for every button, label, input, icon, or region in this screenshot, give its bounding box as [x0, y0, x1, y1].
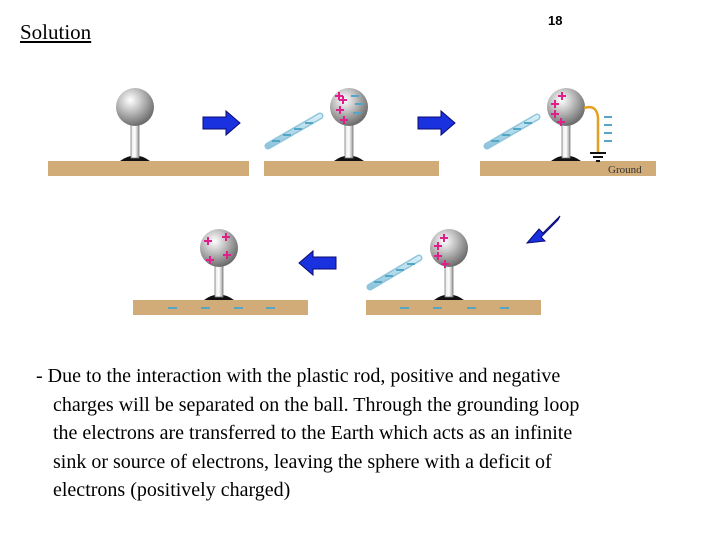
ground-symbol-icon: [590, 152, 606, 162]
metal-sphere: [547, 88, 585, 126]
page-number: 18: [548, 13, 563, 28]
explanation-text: - Due to the interaction with the plasti…: [36, 362, 708, 505]
sphere-negative-charges: [351, 95, 363, 114]
explanation-line: sink or source of electrons, leaving the…: [53, 450, 552, 473]
sphere-positive-charges: [335, 92, 348, 124]
table-surface: [366, 300, 541, 315]
process-arrow-right: [202, 109, 241, 137]
ground-label: Ground: [608, 164, 642, 176]
insulating-stand: [344, 123, 354, 159]
table-surface: [264, 161, 439, 176]
metal-sphere: [200, 229, 238, 267]
explanation-line: charges will be separated on the ball. T…: [53, 393, 580, 416]
grounding-wire: [583, 105, 600, 152]
stage-2-polarized: [264, 88, 439, 176]
table-surface: [133, 300, 308, 315]
explanation-line: the electrons are transferred to the Ear…: [53, 422, 573, 444]
stage-4-ground-removed: [366, 229, 541, 315]
slide-title: Solution: [20, 20, 92, 44]
insulating-stand: [444, 263, 454, 298]
rod-negative-charges: [272, 122, 313, 142]
process-arrow-right: [417, 109, 456, 137]
process-arrow-down-left: [525, 215, 561, 244]
table-surface: [480, 161, 656, 176]
sphere-positive-charges: [551, 92, 566, 126]
charging-by-induction-diagram: Ground: [48, 88, 656, 315]
metal-sphere: [330, 88, 368, 126]
insulating-stand: [214, 263, 224, 298]
table-surface: [48, 161, 249, 176]
stage-3-grounded: Ground: [480, 88, 656, 176]
insulating-stand: [130, 123, 140, 159]
sphere-positive-charges: [434, 234, 449, 268]
rod-negative-charges: [374, 263, 415, 283]
rod-negative-charges: [491, 122, 532, 142]
stage-1-neutral: [48, 88, 249, 176]
sphere-positive-charges: [204, 233, 231, 264]
metal-sphere: [430, 229, 468, 267]
metal-sphere: [116, 88, 154, 126]
explanation-line: electrons (positively charged): [53, 479, 291, 501]
wire-negative-charges: [604, 116, 612, 142]
stage-5-positively-charged: [133, 229, 308, 315]
explanation-line: - Due to the interaction with the plasti…: [36, 365, 561, 387]
process-arrow-left: [298, 249, 337, 277]
insulating-stand: [561, 123, 571, 159]
